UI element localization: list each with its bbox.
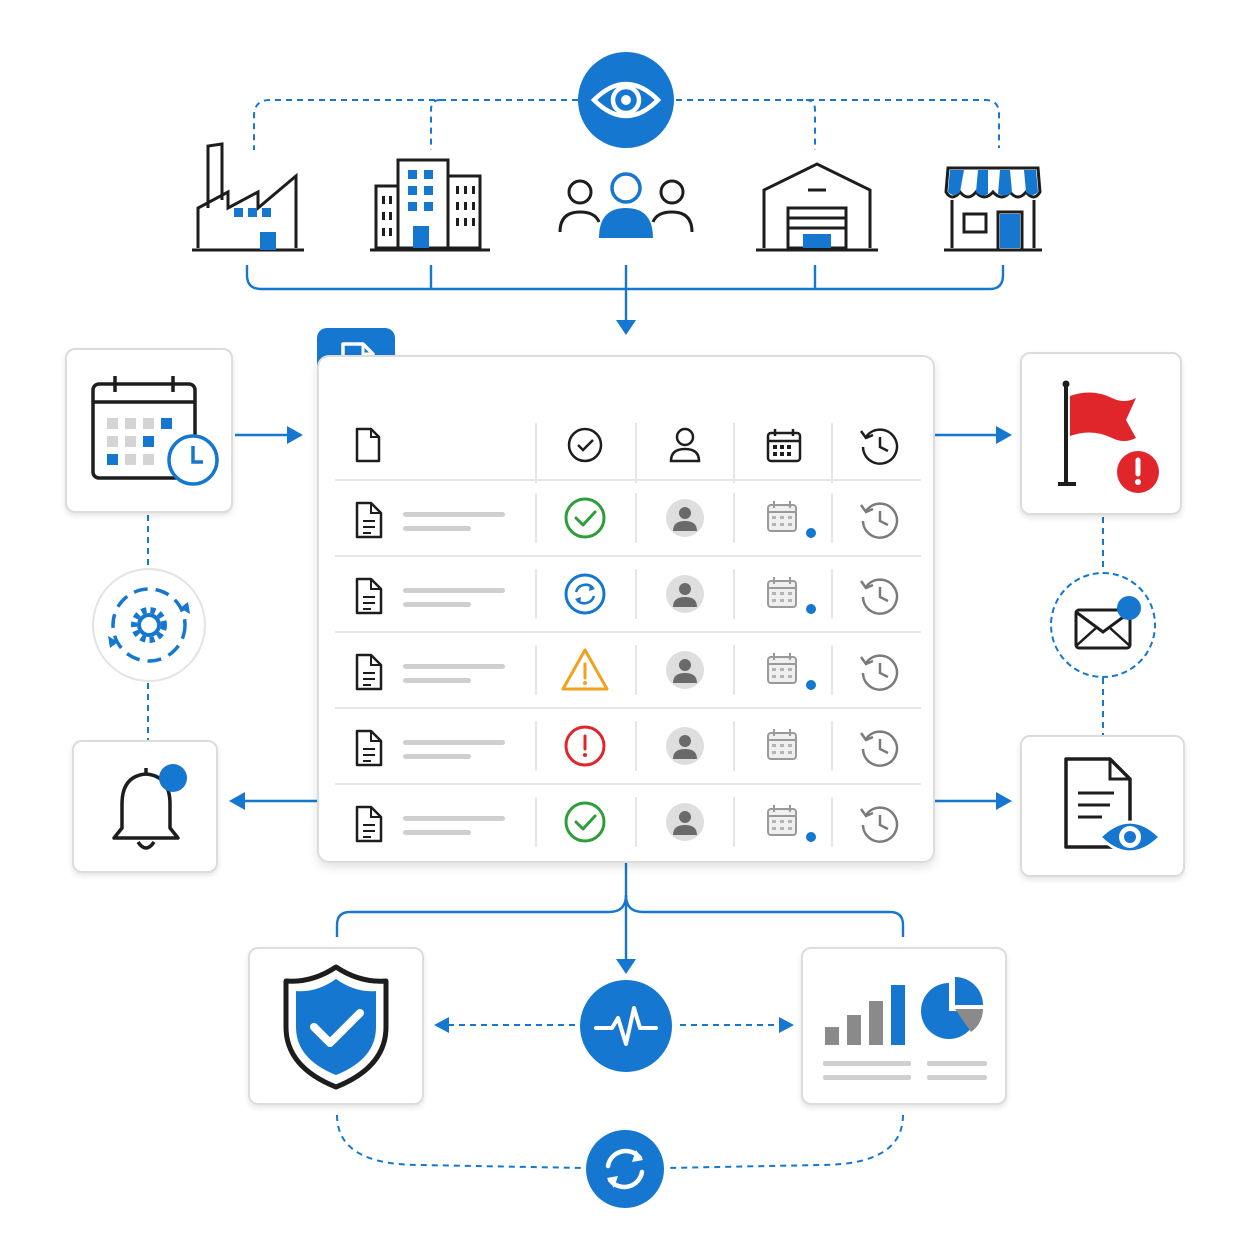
row-document-cell [335,709,535,783]
row-owner-cell [635,709,735,783]
analytics-card[interactable] [801,947,1007,1105]
document-table [317,355,935,863]
people-group-icon [558,172,694,238]
calendar-dot [806,604,816,614]
mail-badge [1117,596,1141,620]
calendar-dot [806,832,816,842]
check-circle-icon [564,497,606,539]
row-document-cell [335,481,535,555]
table-row[interactable] [335,555,921,631]
document-icon [355,805,505,843]
history-icon [859,428,899,465]
flag-alert-icon [1058,380,1159,493]
eye-hub[interactable] [578,52,674,148]
avatar [666,651,704,689]
security-card[interactable] [248,947,424,1105]
process-node[interactable] [92,568,206,682]
factory-icon [192,142,304,252]
history-icon [859,578,899,615]
calendar-clock-icon [91,376,219,486]
row-date-cell [735,557,833,631]
table-row[interactable] [335,783,921,859]
row-status-cell [535,633,635,707]
row-date-cell [735,785,833,859]
sync-circle-icon [564,573,606,615]
row-document-cell [335,785,535,859]
calendar-icon [767,805,816,842]
row-history-cell [833,709,921,783]
history-icon [859,654,899,691]
bell-icon [112,764,187,850]
calendar-icon [767,577,816,614]
pulse-hub[interactable] [580,980,672,1072]
row-status-cell [535,557,635,631]
document-icon [355,501,505,539]
avatar [666,727,704,765]
row-history-cell [833,785,921,859]
document-review-icon [1064,757,1163,854]
table-row[interactable] [335,631,921,707]
row-date-cell [735,481,833,555]
row-owner-cell [635,557,735,631]
calendar-icon [767,501,816,538]
history-icon [859,730,899,767]
refresh-hub[interactable] [586,1130,664,1208]
document-icon [355,577,505,615]
avatar [666,499,704,537]
history-icon [859,502,899,539]
schedule-card[interactable] [65,348,233,513]
check-circle-icon [564,801,606,843]
document-icon [355,653,505,691]
document-icon [355,729,505,767]
eye-icon [590,81,662,119]
row-date-cell [735,709,833,783]
calendar-dot [806,680,816,690]
office-building-icon [370,158,490,252]
row-status-cell [535,481,635,555]
notification-badge [159,764,187,792]
table-row[interactable] [335,479,921,555]
calendar-icon [766,429,802,463]
avatar [666,803,704,841]
document-review-card[interactable] [1020,735,1185,877]
row-document-cell [335,557,535,631]
avatar [666,575,704,613]
notifications-card[interactable] [72,740,218,873]
refresh-icon [605,1148,645,1190]
row-owner-cell [635,481,735,555]
gear-cycle-icon [108,587,190,663]
table-row[interactable] [335,707,921,783]
row-date-cell [735,633,833,707]
row-owner-cell [635,785,735,859]
storefront-icon [944,166,1042,252]
user-icon [669,427,701,463]
calendar-dot [806,528,816,538]
error-circle-icon [564,725,606,767]
row-history-cell [833,633,921,707]
row-owner-cell [635,633,735,707]
document-outline-icon [355,427,381,463]
row-status-cell [535,709,635,783]
analytics-icon [823,977,987,1080]
shield-check-icon [283,964,389,1090]
mail-node[interactable] [1050,572,1156,678]
warning-triangle-icon [561,648,609,691]
row-history-cell [833,481,921,555]
pulse-icon [594,1006,658,1046]
history-icon [859,806,899,843]
row-status-cell [535,785,635,859]
flag-alert-card[interactable] [1020,352,1182,515]
mail-icon [1074,596,1141,650]
warehouse-icon [756,162,878,252]
row-history-cell [833,557,921,631]
table-header [335,405,921,479]
calendar-icon [767,729,797,760]
calendar-icon [767,653,816,690]
row-document-cell [335,633,535,707]
status-check-icon [567,427,603,463]
